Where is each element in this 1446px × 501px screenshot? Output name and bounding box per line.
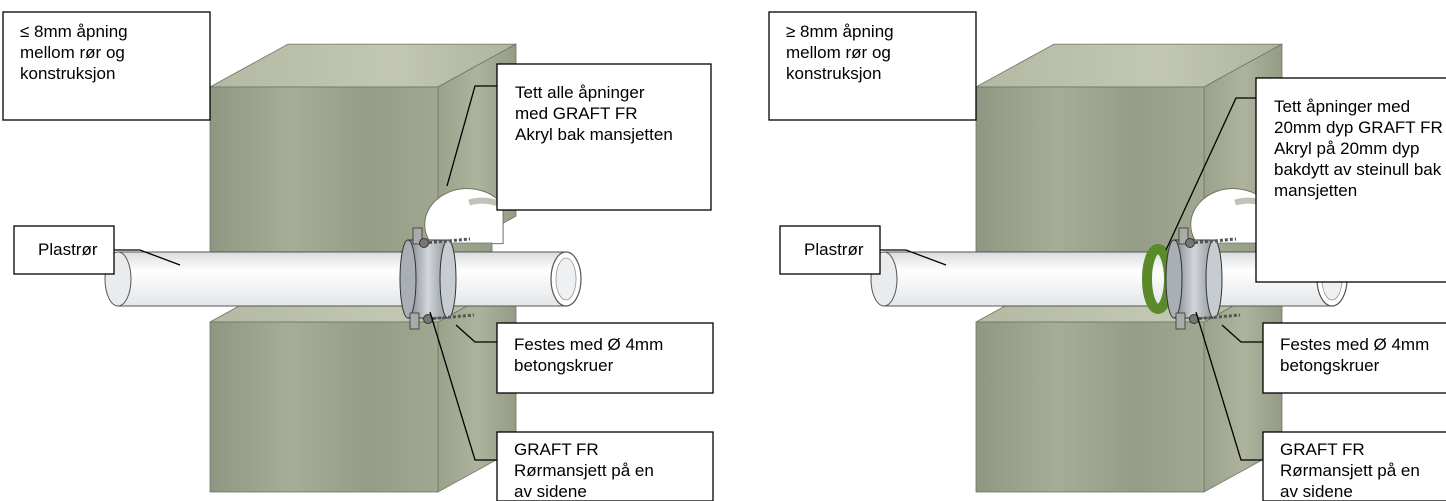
collar-leader xyxy=(1195,311,1263,461)
collar-note-line: av sidene xyxy=(514,482,587,501)
opening-note-line: konstruksjon xyxy=(20,64,115,83)
concrete-block-upper-front xyxy=(209,86,439,260)
concrete-block-lower-front xyxy=(975,321,1205,493)
screw-head xyxy=(419,238,429,248)
screw-thread xyxy=(1189,237,1237,245)
screw-note-box xyxy=(1262,322,1446,394)
seal-leader xyxy=(446,85,497,187)
pipe-collar xyxy=(399,227,457,330)
collar-note-box xyxy=(1262,431,1446,501)
screw-icon xyxy=(419,237,471,248)
panel-left: ≤ 8mm åpning mellom rør og konstruksjonPla… xyxy=(2,11,714,501)
screw-thread xyxy=(1193,313,1241,321)
pipe-leader xyxy=(114,249,181,266)
collar-tab-top xyxy=(1178,227,1189,245)
concrete-block-upper xyxy=(209,43,517,260)
screw-head xyxy=(1185,238,1195,248)
screw-leader xyxy=(1221,324,1263,343)
opening-note-line: mellom rør og xyxy=(786,43,891,62)
collar-note-line: Rørmansjett på en xyxy=(1280,461,1420,480)
seal-note: Tett alle åpninger med GRAFT FR Akryl bak … xyxy=(515,83,673,144)
collar-note: GRAFT FR Rørmansjett på en av sidene xyxy=(514,440,654,501)
seal-leader xyxy=(1165,97,1256,251)
screw-thread xyxy=(423,237,471,245)
seal-note-line: Tett åpninger med xyxy=(1274,97,1410,116)
collar-rim xyxy=(399,239,417,319)
screw-note-box xyxy=(496,322,714,394)
collar-note-box xyxy=(496,431,714,501)
screw-note-line: betongskruer xyxy=(514,356,614,375)
screw-leader xyxy=(455,324,497,343)
concrete-block-lower xyxy=(209,278,517,493)
seal-note-line: 20mm dyp GRAFT FR xyxy=(1274,118,1443,137)
screw-icon xyxy=(1185,237,1237,248)
panel-right: ≥ 8mm åpning mellom rør og konstruksjonPla… xyxy=(768,11,1446,501)
seal-note-line: Tett alle åpninger xyxy=(515,83,645,102)
pipe-opening xyxy=(555,257,577,301)
seal-note-box xyxy=(496,63,712,211)
pipe-collar xyxy=(1165,227,1223,330)
pipe-leader xyxy=(880,249,947,266)
collar-rim xyxy=(1165,239,1183,319)
opening-note-line: ≤ 8mm åpning xyxy=(20,22,128,41)
collar-rim-back xyxy=(1205,239,1223,319)
collar-note-line: GRAFT FR xyxy=(1280,440,1365,459)
opening-note-line: konstruksjon xyxy=(786,64,881,83)
screw-thread xyxy=(427,313,475,321)
concrete-block-upper-front xyxy=(975,86,1205,260)
screw-note-line: betongskruer xyxy=(1280,356,1380,375)
concrete-block-lower-front xyxy=(209,321,439,493)
collar-note-line: Rørmansjett på en xyxy=(514,461,654,480)
opening-note-box xyxy=(2,11,211,121)
screw-note-line: Festes med Ø 4mm xyxy=(514,335,663,354)
seal-note-line: Akryl på 20mm dyp xyxy=(1274,139,1420,158)
collar-tab-bottom xyxy=(1175,312,1186,330)
collar-tab-bottom xyxy=(409,312,420,330)
pipe xyxy=(117,251,567,307)
concrete-block-lower xyxy=(975,278,1283,493)
collar-rim-back xyxy=(439,239,457,319)
pipe-label-box xyxy=(779,225,881,275)
seal-note-box xyxy=(1255,77,1446,283)
opening-note-box xyxy=(768,11,977,121)
seal-note: Tett åpninger med 20mm dyp GRAFT FR Akryl … xyxy=(1274,97,1443,200)
collar-note: GRAFT FR Rørmansjett på en av sidene xyxy=(1280,440,1420,501)
opening-note-line: mellom rør og xyxy=(20,43,125,62)
screw-note-line: Festes med Ø 4mm xyxy=(1280,335,1429,354)
pipe-label: Plastrør xyxy=(38,240,98,259)
screw-note: Festes med Ø 4mm betongskruer xyxy=(514,335,663,375)
collar-leader xyxy=(429,311,497,461)
seal-note-line: med GRAFT FR xyxy=(515,104,637,123)
collar-note-line: GRAFT FR xyxy=(514,440,599,459)
collar-note-line: av sidene xyxy=(1280,482,1353,501)
seal-note-line: mansjetten xyxy=(1274,181,1357,200)
screw-note: Festes med Ø 4mm betongskruer xyxy=(1280,335,1429,375)
opening-note: ≤ 8mm åpning mellom rør og konstruksjon xyxy=(20,22,128,83)
pipe-label-box xyxy=(13,225,115,275)
pipe-label: Plastrør xyxy=(804,240,864,259)
screw-icon xyxy=(423,313,475,324)
seal-note-line: bakdytt av steinull bak xyxy=(1274,160,1442,179)
collar-tab-top xyxy=(412,227,423,245)
opening-note: ≥ 8mm åpning mellom rør og konstruksjon xyxy=(786,22,894,83)
seal-note-line: Akryl bak mansjetten xyxy=(515,125,673,144)
opening-note-line: ≥ 8mm åpning xyxy=(786,22,894,41)
concrete-block-upper xyxy=(975,43,1283,260)
